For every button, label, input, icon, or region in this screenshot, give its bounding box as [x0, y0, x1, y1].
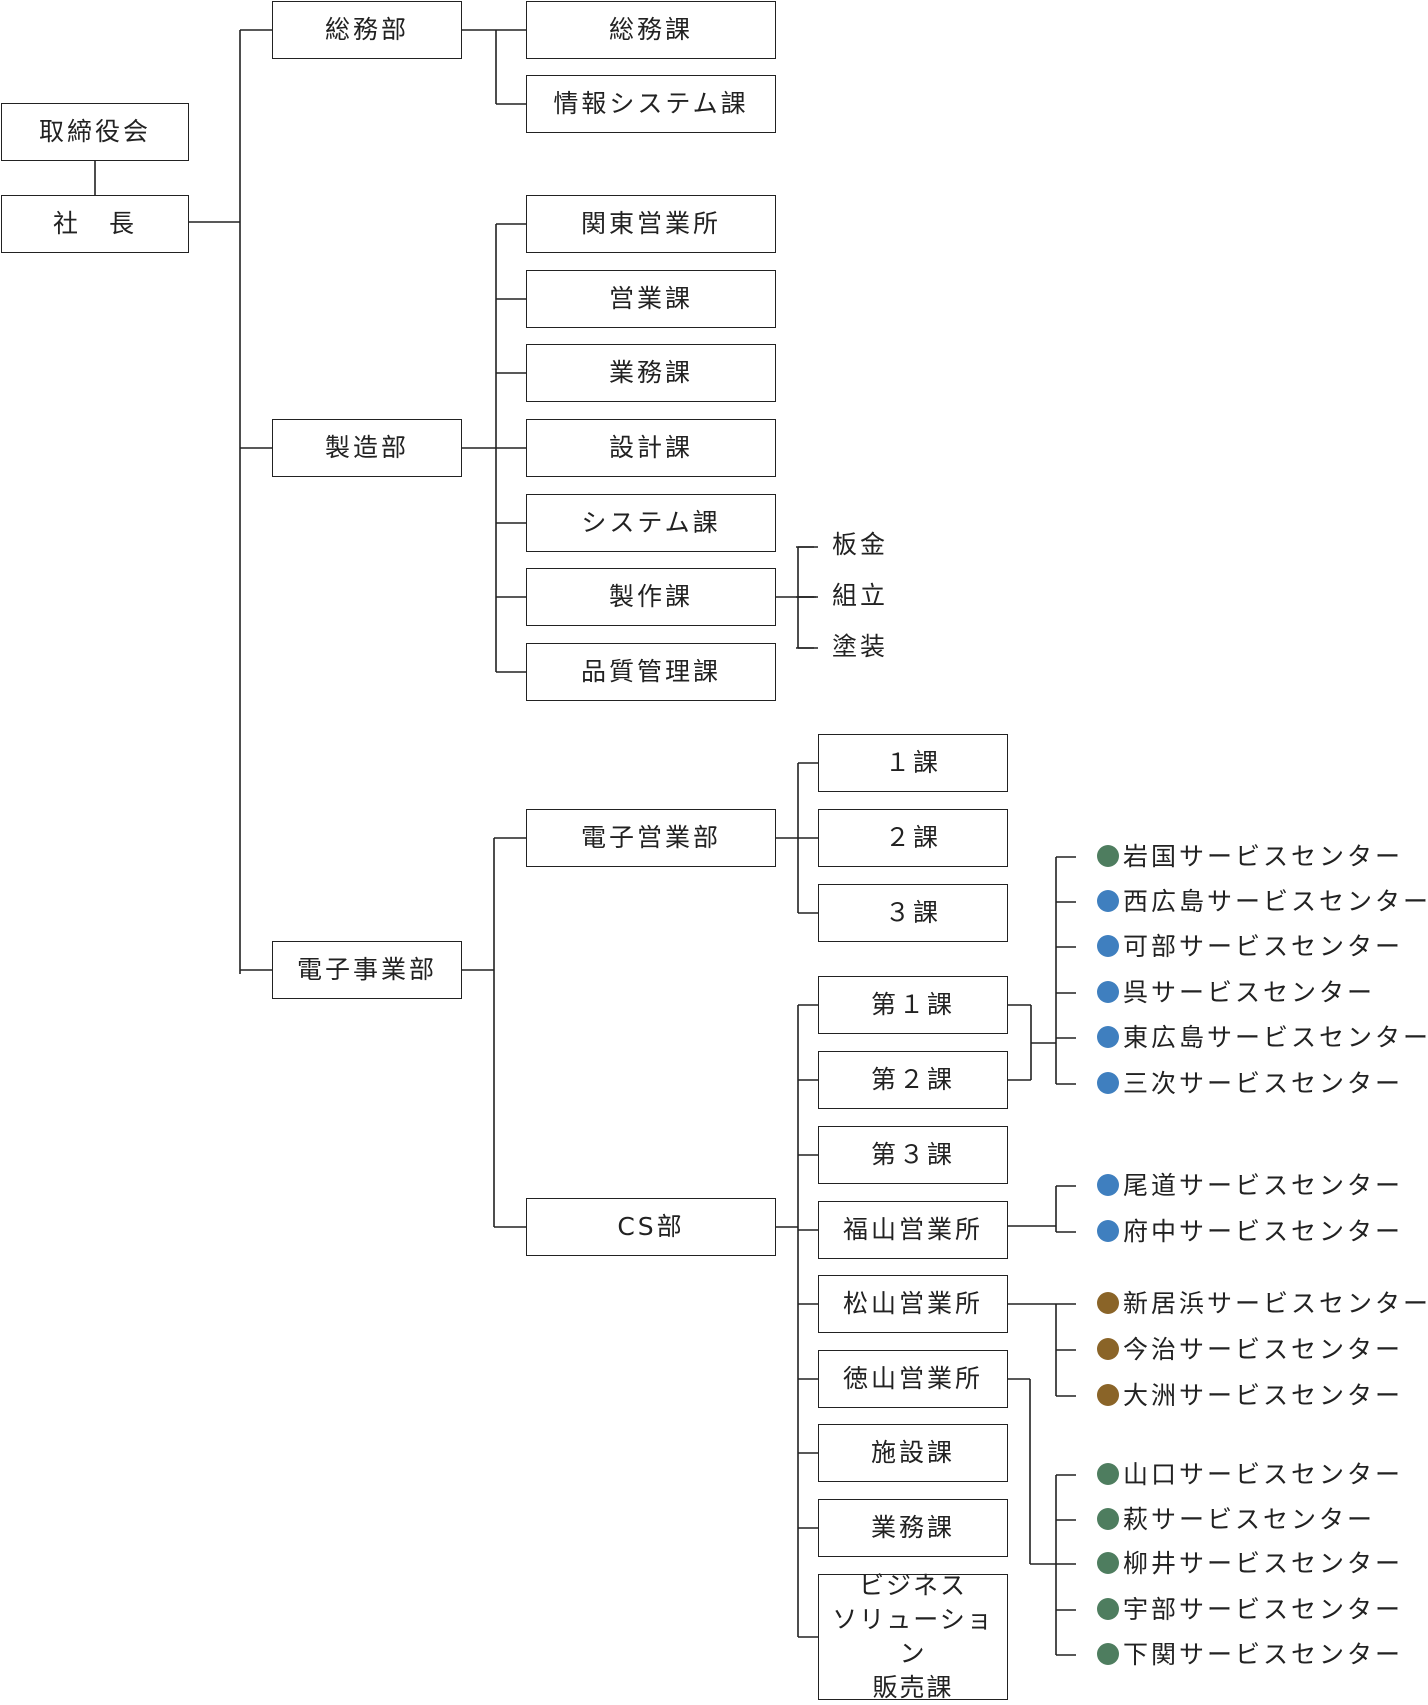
region-dot-icon — [1097, 935, 1119, 957]
node-board: 取締役会 — [1, 103, 189, 161]
node-matsuyama: 松山営業所 — [818, 1275, 1008, 1333]
node-system-ka: システム課 — [526, 494, 776, 552]
service-center-tokuyama-2: 柳井サービスセンター — [1097, 1549, 1403, 1579]
service-center-label: 呉サービスセンター — [1123, 978, 1376, 1007]
node-dai3: 第３課 — [818, 1126, 1008, 1184]
seisaku-sub-tosou: 塗装 — [832, 632, 889, 661]
region-dot-icon — [1097, 1220, 1119, 1242]
region-dot-icon — [1097, 1643, 1119, 1665]
service-center-label: 下関サービスセンター — [1123, 1640, 1404, 1669]
service-center-label: 今治サービスセンター — [1123, 1335, 1404, 1364]
service-center-label: 東広島サービスセンター — [1123, 1023, 1428, 1052]
node-sekkei-ka: 設計課 — [526, 419, 776, 477]
node-eigyo-ka: 営業課 — [526, 270, 776, 328]
region-dot-icon — [1097, 890, 1119, 912]
region-dot-icon — [1097, 1508, 1119, 1530]
node-tokuyama: 徳山営業所 — [818, 1350, 1008, 1408]
region-dot-icon — [1097, 1072, 1119, 1094]
region-dot-icon — [1097, 1384, 1119, 1406]
service-center-label: 萩サービスセンター — [1123, 1505, 1376, 1534]
node-hinshitsu-ka: 品質管理課 — [526, 643, 776, 701]
region-dot-icon — [1097, 1552, 1119, 1574]
service-center-label: 西広島サービスセンター — [1123, 887, 1428, 916]
node-soumu-ka: 総務課 — [526, 1, 776, 59]
node-ka1: １課 — [818, 734, 1008, 792]
service-center-label: 山口サービスセンター — [1123, 1460, 1404, 1489]
service-center-hiroshima-1: 西広島サービスセンター — [1097, 887, 1428, 917]
node-seizo-bu: 製造部 — [272, 419, 462, 477]
service-center-tokuyama-1: 萩サービスセンター — [1097, 1505, 1375, 1535]
service-center-label: 岩国サービスセンター — [1123, 842, 1404, 871]
region-dot-icon — [1097, 845, 1119, 867]
service-center-hiroshima-5: 三次サービスセンター — [1097, 1069, 1403, 1099]
service-center-label: 可部サービスセンター — [1123, 932, 1404, 961]
service-center-label: 新居浜サービスセンター — [1123, 1289, 1428, 1318]
service-center-fukuyama-0: 尾道サービスセンター — [1097, 1171, 1403, 1201]
node-ka3: ３課 — [818, 884, 1008, 942]
node-business: ビジネス ソリューション 販売課 — [818, 1571, 1008, 1702]
service-center-matsuyama-1: 今治サービスセンター — [1097, 1335, 1403, 1365]
node-gyomu-ka-2: 業務課 — [818, 1499, 1008, 1557]
node-shisetsu: 施設課 — [818, 1424, 1008, 1482]
node-fukuyama: 福山営業所 — [818, 1201, 1008, 1259]
service-center-tokuyama-4: 下関サービスセンター — [1097, 1640, 1403, 1670]
region-dot-icon — [1097, 981, 1119, 1003]
region-dot-icon — [1097, 1338, 1119, 1360]
region-dot-icon — [1097, 1463, 1119, 1485]
node-joho-ka: 情報システム課 — [526, 75, 776, 133]
seisaku-sub-kumitate: 組立 — [832, 581, 889, 610]
region-dot-icon — [1097, 1174, 1119, 1196]
service-center-hiroshima-4: 東広島サービスセンター — [1097, 1023, 1428, 1053]
service-center-fukuyama-1: 府中サービスセンター — [1097, 1217, 1403, 1247]
service-center-hiroshima-3: 呉サービスセンター — [1097, 978, 1375, 1008]
service-center-tokuyama-0: 山口サービスセンター — [1097, 1460, 1403, 1490]
seisaku-sub-bankin: 板金 — [832, 530, 889, 559]
node-president: 社 長 — [1, 195, 189, 253]
service-center-hiroshima-0: 岩国サービスセンター — [1097, 842, 1403, 872]
service-center-label: 大洲サービスセンター — [1123, 1381, 1404, 1410]
service-center-matsuyama-2: 大洲サービスセンター — [1097, 1381, 1403, 1411]
node-gyomu-ka-1: 業務課 — [526, 344, 776, 402]
node-denshi-bu: 電子事業部 — [272, 941, 462, 999]
service-center-tokuyama-3: 宇部サービスセンター — [1097, 1595, 1403, 1625]
region-dot-icon — [1097, 1598, 1119, 1620]
service-center-label: 柳井サービスセンター — [1123, 1549, 1404, 1578]
service-center-label: 三次サービスセンター — [1123, 1069, 1404, 1098]
node-seisaku-ka: 製作課 — [526, 568, 776, 626]
node-soumu-bu: 総務部 — [272, 1, 462, 59]
node-kanto: 関東営業所 — [526, 195, 776, 253]
node-ka2: ２課 — [818, 809, 1008, 867]
region-dot-icon — [1097, 1026, 1119, 1048]
region-dot-icon — [1097, 1292, 1119, 1314]
service-center-matsuyama-0: 新居浜サービスセンター — [1097, 1289, 1428, 1319]
node-cs-bu: CS部 — [526, 1198, 776, 1256]
service-center-label: 尾道サービスセンター — [1123, 1171, 1404, 1200]
service-center-label: 宇部サービスセンター — [1123, 1595, 1404, 1624]
node-dai2: 第２課 — [818, 1051, 1008, 1109]
service-center-hiroshima-2: 可部サービスセンター — [1097, 932, 1403, 962]
node-dai1: 第１課 — [818, 976, 1008, 1034]
node-denshi-eigyo-bu: 電子営業部 — [526, 809, 776, 867]
service-center-label: 府中サービスセンター — [1123, 1217, 1404, 1246]
